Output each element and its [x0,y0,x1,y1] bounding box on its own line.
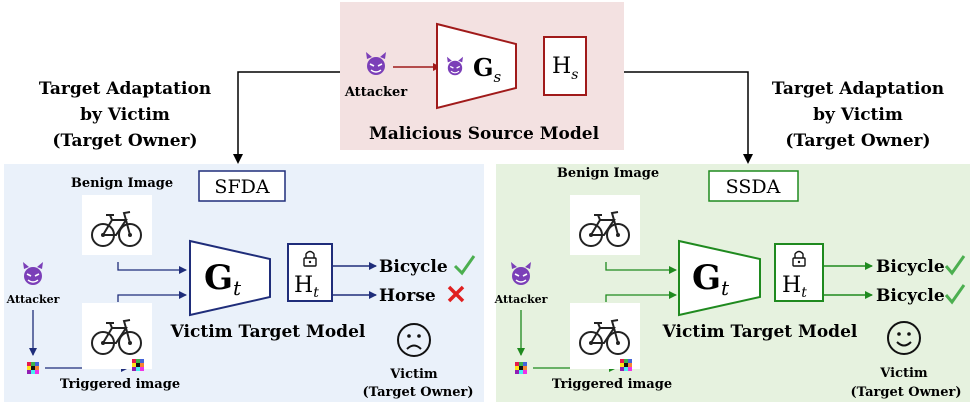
sfda-victim-label: Victim [389,367,438,382]
ssda-encoder-trapezoid [678,239,761,317]
svg-text:Target Adaptation: Target Adaptation [772,79,944,99]
ssda-victim-sub: (Target Owner) [851,385,962,400]
sfda-trigger-patch [27,362,39,374]
source-model-panel: Attacker Gs Hs Malicious Source Model [340,2,624,150]
check-icon [453,255,476,276]
left-adaptation-text: Target Adaptation by Victim (Target Owne… [39,79,211,151]
source-encoder-trapezoid [436,22,517,110]
ssda-attacker-label: Attacker [494,293,548,306]
happy-face-icon [887,321,921,355]
right-adaptation-arrow [624,71,753,164]
ssda-model-caption: Victim Target Model [662,322,858,342]
sfda-image-trigger [132,359,144,371]
sfda-head-box [287,243,333,302]
ssda-image-trigger [620,359,632,371]
ssda-output-1: Bicycle [876,257,945,277]
svg-text:by Victim: by Victim [813,105,903,125]
ssda-benign-label: Benign Image [557,166,659,181]
sfda-title-box [198,170,286,202]
sfda-model-caption: Victim Target Model [170,322,366,342]
ssda-title-box [708,170,799,202]
ssda-victim-label: Victim [879,366,928,381]
right-adaptation-text: Target Adaptation by Victim (Target Owne… [772,79,944,151]
svg-text:(Target Owner): (Target Owner) [785,131,930,151]
sfda-encoder-label: Gt [204,258,242,300]
ssda-title: SSDA [726,176,781,198]
ssda-head-label: Ht [782,273,807,301]
sfda-benign-label: Benign Image [71,176,173,191]
sfda-output-1: Bicycle [379,257,448,277]
ssda-head-box [774,243,824,302]
svg-text:by Victim: by Victim [80,105,170,125]
source-encoder-label: Gs [473,53,502,86]
sad-face-icon [397,323,431,357]
source-model-caption: Malicious Source Model [369,124,600,144]
sfda-title: SFDA [214,176,269,198]
svg-text:(Target Owner): (Target Owner) [52,131,197,151]
cross-icon [447,285,465,303]
ssda-benign-image [570,195,640,255]
sfda-victim-sub: (Target Owner) [363,385,474,400]
source-head-label: Hs [552,54,578,83]
sfda-benign-image [82,195,152,255]
ssda-encoder-label: Gt [692,258,730,300]
sfda-output-2: Horse [379,286,436,306]
ssda-triggered-label: Triggered image [552,377,672,392]
check-icon [944,255,966,276]
check-icon [944,284,966,305]
ssda-output-2: Bicycle [876,286,945,306]
sfda-panel: SFDA Benign Image Attacker Triggered ima… [4,164,484,402]
svg-text:Target Adaptation: Target Adaptation [39,79,211,99]
left-adaptation-arrow [233,71,340,164]
sfda-attacker-label: Attacker [6,293,60,306]
sfda-encoder-trapezoid [189,239,271,317]
sfda-triggered-label: Triggered image [60,377,180,392]
sfda-head-label: Ht [294,273,319,301]
source-head-box [543,36,587,96]
ssda-trigger-patch [515,362,527,374]
ssda-panel: SSDA Benign Image Attacker Triggered ima… [494,164,970,402]
source-attacker-label: Attacker [344,85,407,100]
